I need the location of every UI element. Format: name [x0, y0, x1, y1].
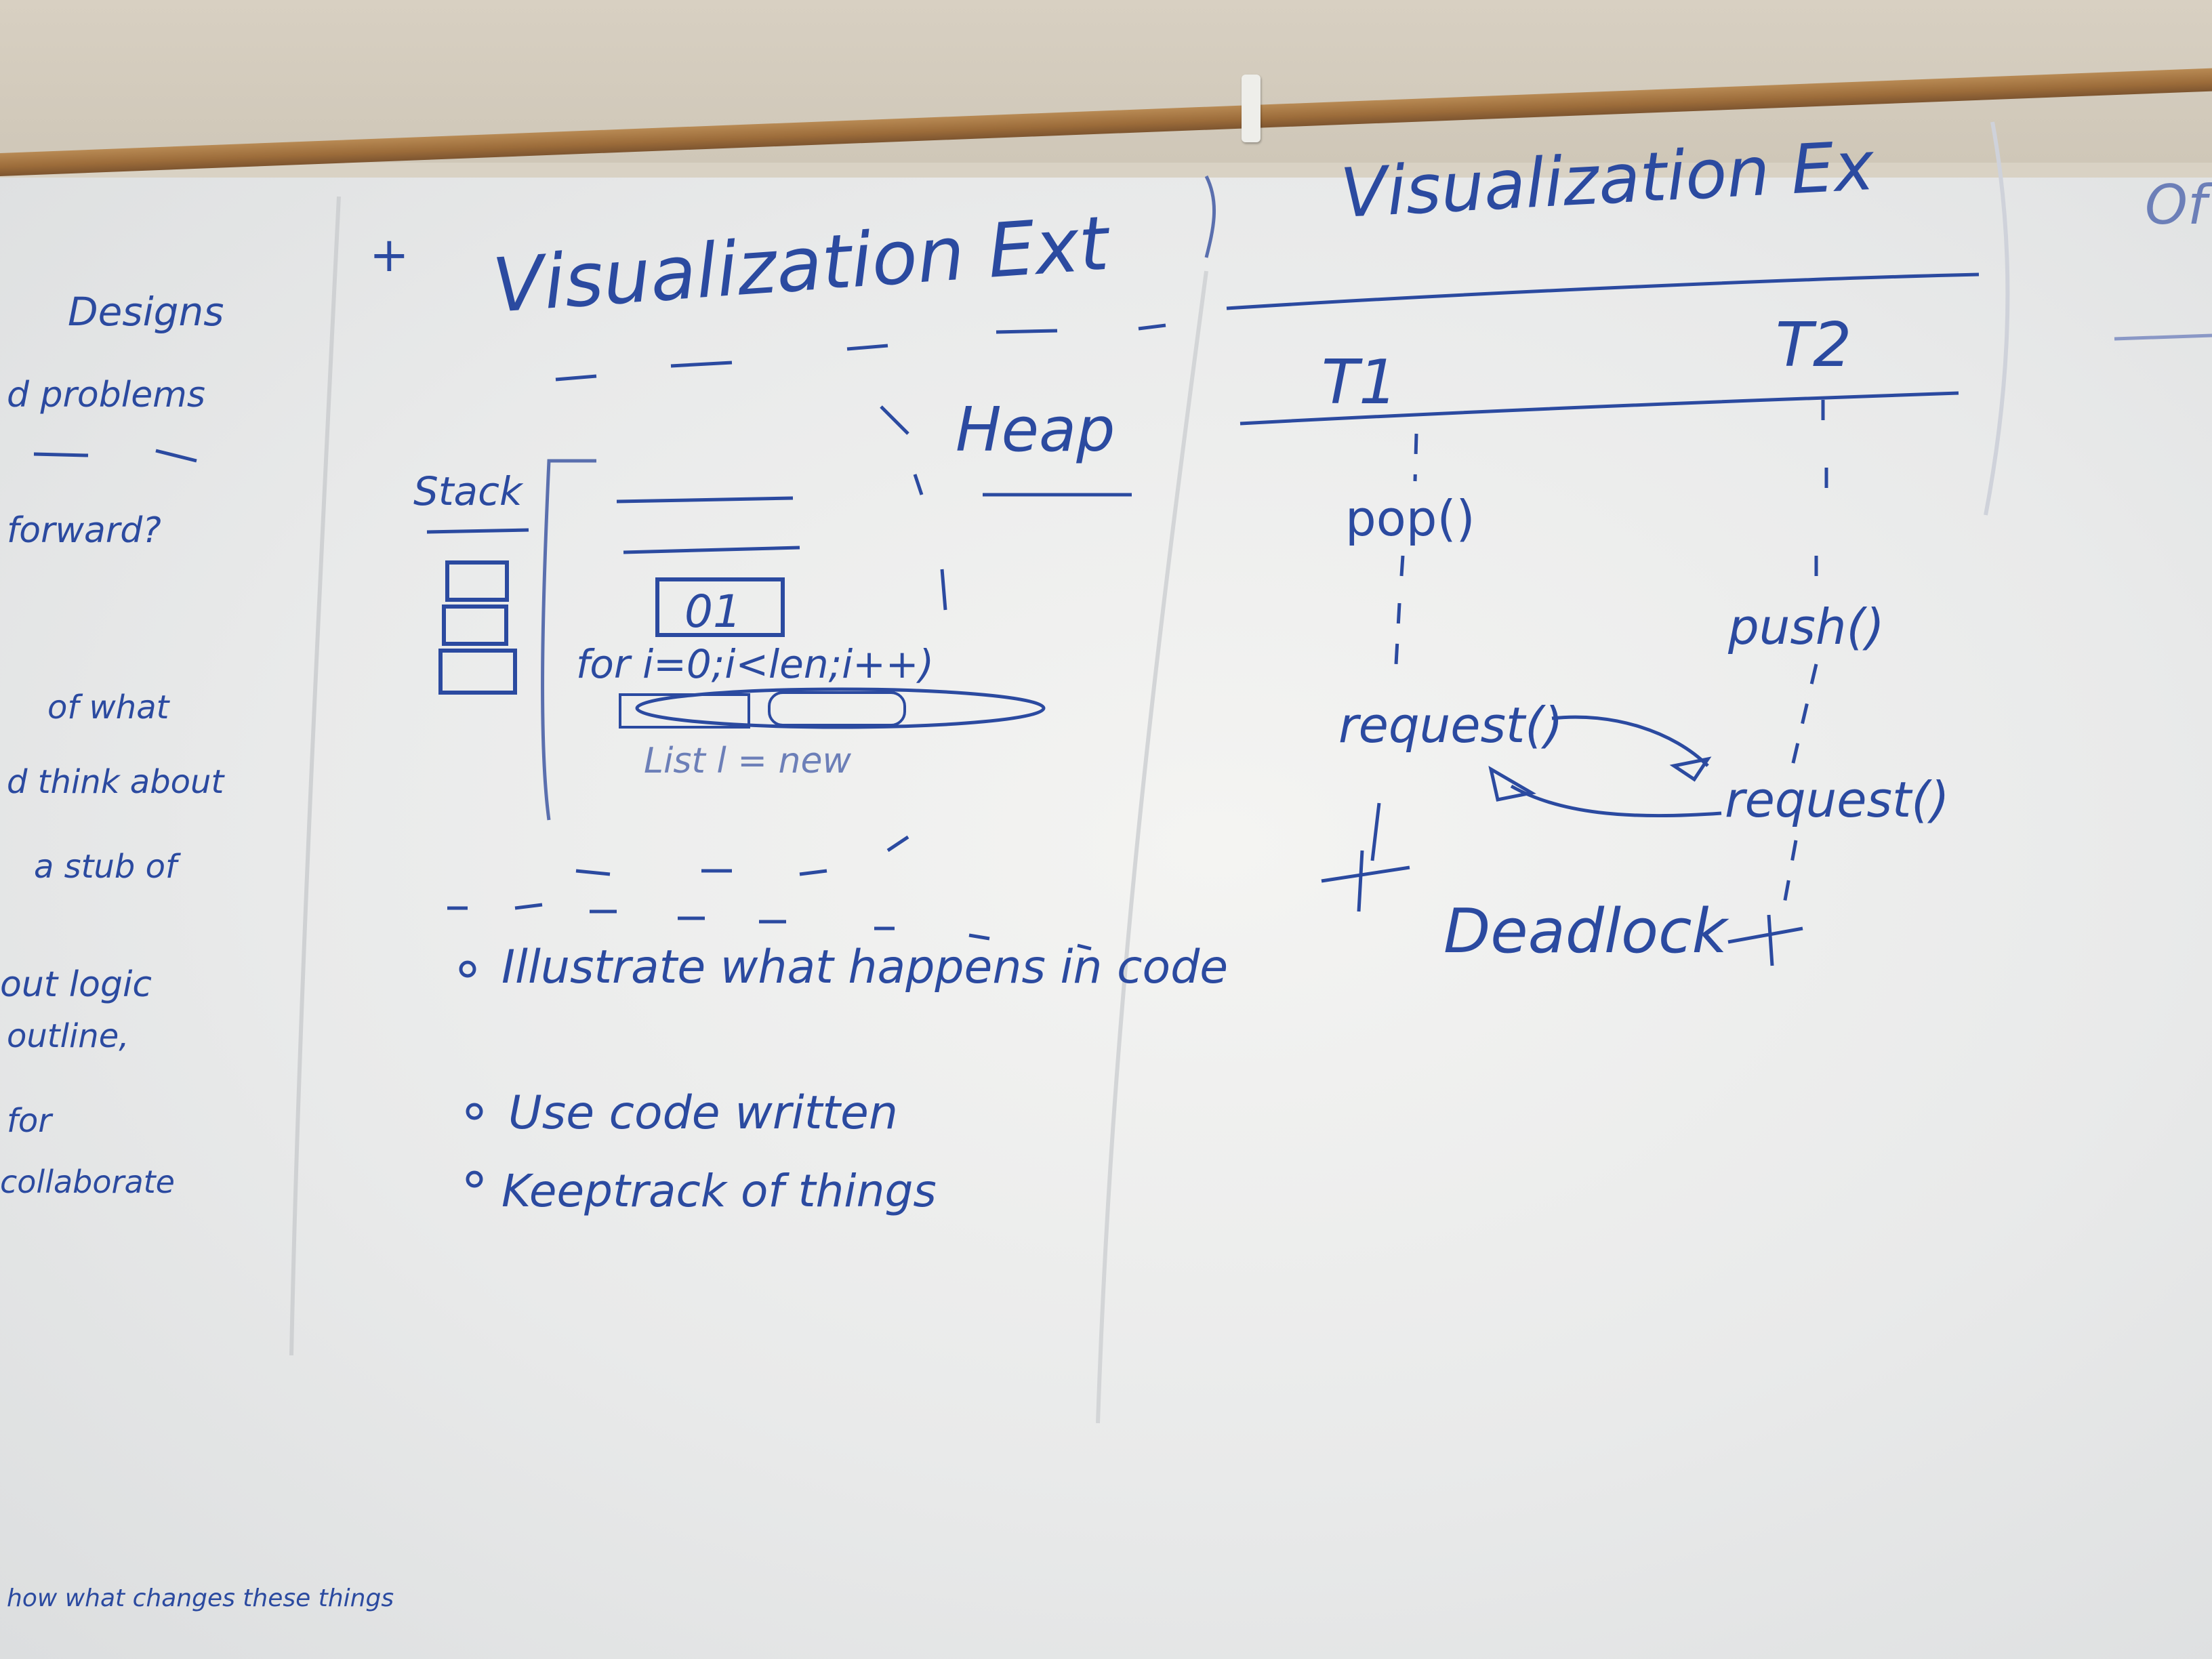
stack-label: Stack [413, 468, 524, 514]
wait-arrow-1 [1551, 715, 1709, 767]
panel-divider [289, 196, 341, 1356]
thread-1-end [1321, 802, 1410, 912]
code-line-1: for i=0;i<len;i++) [576, 641, 934, 687]
heap-dashed-border [555, 323, 1166, 382]
bullet-3 [466, 1170, 483, 1188]
left-note-2: d problems [7, 375, 205, 415]
t1-call-2: request() [1338, 697, 1563, 754]
thread-2-end [1727, 914, 1803, 966]
heap-object-box [655, 577, 785, 637]
bullet-text-2: Use code written [508, 1086, 898, 1140]
bullet-text-1: Illustrate what happens in code [501, 941, 1228, 994]
left-note-1: Designs [68, 289, 224, 335]
deadlock-label: Deadlock [1443, 896, 1730, 967]
left-note-7: out logic [0, 964, 152, 1005]
left-note-10: collaborate [0, 1164, 175, 1200]
left-note-8: outline, [7, 1017, 129, 1055]
t2-call-1: push() [1727, 598, 1885, 655]
title-underline [1226, 272, 1980, 310]
left-note-5: d think about [7, 763, 225, 801]
bullet-1 [459, 960, 476, 978]
bullet-text-3: Keeptrack of things [501, 1165, 937, 1217]
far-right-note: Of [2145, 173, 2212, 237]
wall [0, 0, 2212, 163]
bullet-list: Illustrate what happens in code Use code… [459, 941, 1228, 1217]
middle-title: Visualization Ext [490, 200, 1113, 329]
right-title: Visualization Ex [1338, 126, 1877, 233]
code-line-2: List l = new [644, 741, 851, 781]
stack-frames [438, 560, 517, 695]
left-footer: how what changes these things [7, 1584, 394, 1612]
code-highlight [635, 687, 1046, 729]
thread-1-timeline [1394, 433, 1418, 665]
whiteboard [0, 178, 2212, 1659]
left-note-6: a stub of [34, 848, 181, 886]
divider-stroke [1204, 175, 1216, 258]
left-note-9: for [7, 1102, 54, 1140]
plus-mark: + [369, 227, 409, 283]
stack-bracket [541, 459, 596, 821]
left-notes: Designs d problems forward? of what d th… [0, 289, 394, 1612]
panel-divider [1096, 270, 1208, 1424]
far-right-line [2114, 333, 2212, 341]
bullet-2 [466, 1103, 483, 1120]
arrowhead-1 [1669, 756, 1712, 782]
thread-2-timeline [1780, 400, 1828, 916]
heap-label: Heap [956, 394, 1115, 466]
board-clip [1242, 75, 1261, 142]
heap-dashed-border-bottom [447, 835, 1092, 951]
thread-2-label: T2 [1776, 310, 1851, 381]
middle-panel: + Visualization Ext Heap Stack 01 for i=… [369, 200, 1228, 1217]
thread-1-label: T1 [1322, 347, 1397, 418]
t2-call-2: request() [1725, 771, 1949, 828]
left-note-3: forward? [7, 510, 161, 551]
t1-call-1: pop() [1345, 490, 1475, 547]
heap-object-label: 01 [684, 586, 741, 638]
thread-header-line [1240, 391, 1959, 426]
left-note-4: of what [47, 689, 171, 726]
wait-arrow-2 [1510, 784, 1722, 818]
panel-divider [1984, 121, 2010, 516]
right-panel: Visualization Ex T1 T2 pop() push() requ… [1226, 126, 2212, 967]
arrowhead-2 [1488, 765, 1536, 802]
